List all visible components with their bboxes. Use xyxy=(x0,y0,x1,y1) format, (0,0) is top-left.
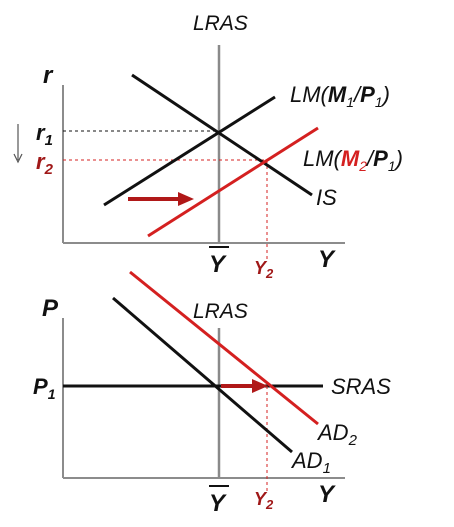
r1-label: r1 xyxy=(36,120,53,149)
ad2-curve xyxy=(129,270,319,426)
top-ybar-label: Y xyxy=(209,251,227,278)
top-y2-label: Y2 xyxy=(254,258,274,281)
sras-label: SRAS xyxy=(331,374,391,399)
ad1-label: AD1 xyxy=(290,448,331,477)
bottom-panel: LRAS P P1 SRAS AD2 AD1 Y Y2 Y xyxy=(33,270,391,517)
lm1-label: LM(M1/P1) xyxy=(290,82,390,110)
bottom-lras-label: LRAS xyxy=(193,300,248,323)
ad1-curve xyxy=(112,296,293,454)
top-y-axis-label: r xyxy=(43,62,54,89)
output-shift-arrow-head xyxy=(252,379,268,393)
p1-label: P1 xyxy=(33,374,56,402)
lm-shift-arrow-head xyxy=(178,192,194,206)
lm2-label: LM(M2/P1) xyxy=(303,146,403,174)
top-x-axis-label: Y xyxy=(318,246,336,273)
bottom-y2-label: Y2 xyxy=(254,489,274,512)
lm1-curve xyxy=(103,95,276,207)
lm2-curve xyxy=(147,126,319,238)
top-lras-label: LRAS xyxy=(193,12,248,35)
is-curve xyxy=(131,73,313,197)
bottom-y-axis-label: P xyxy=(42,295,59,322)
r2-label: r2 xyxy=(36,149,54,178)
r-fall-arrow-head xyxy=(13,153,23,164)
bottom-x-axis-label: Y xyxy=(318,481,336,508)
is-label: IS xyxy=(316,185,337,210)
bottom-ybar-label: Y xyxy=(209,490,227,517)
top-panel: LRAS r r1 r2 LM(M1/P1) LM(M2/P1) IS Y Y2… xyxy=(13,12,403,281)
ad2-label: AD2 xyxy=(316,420,358,449)
